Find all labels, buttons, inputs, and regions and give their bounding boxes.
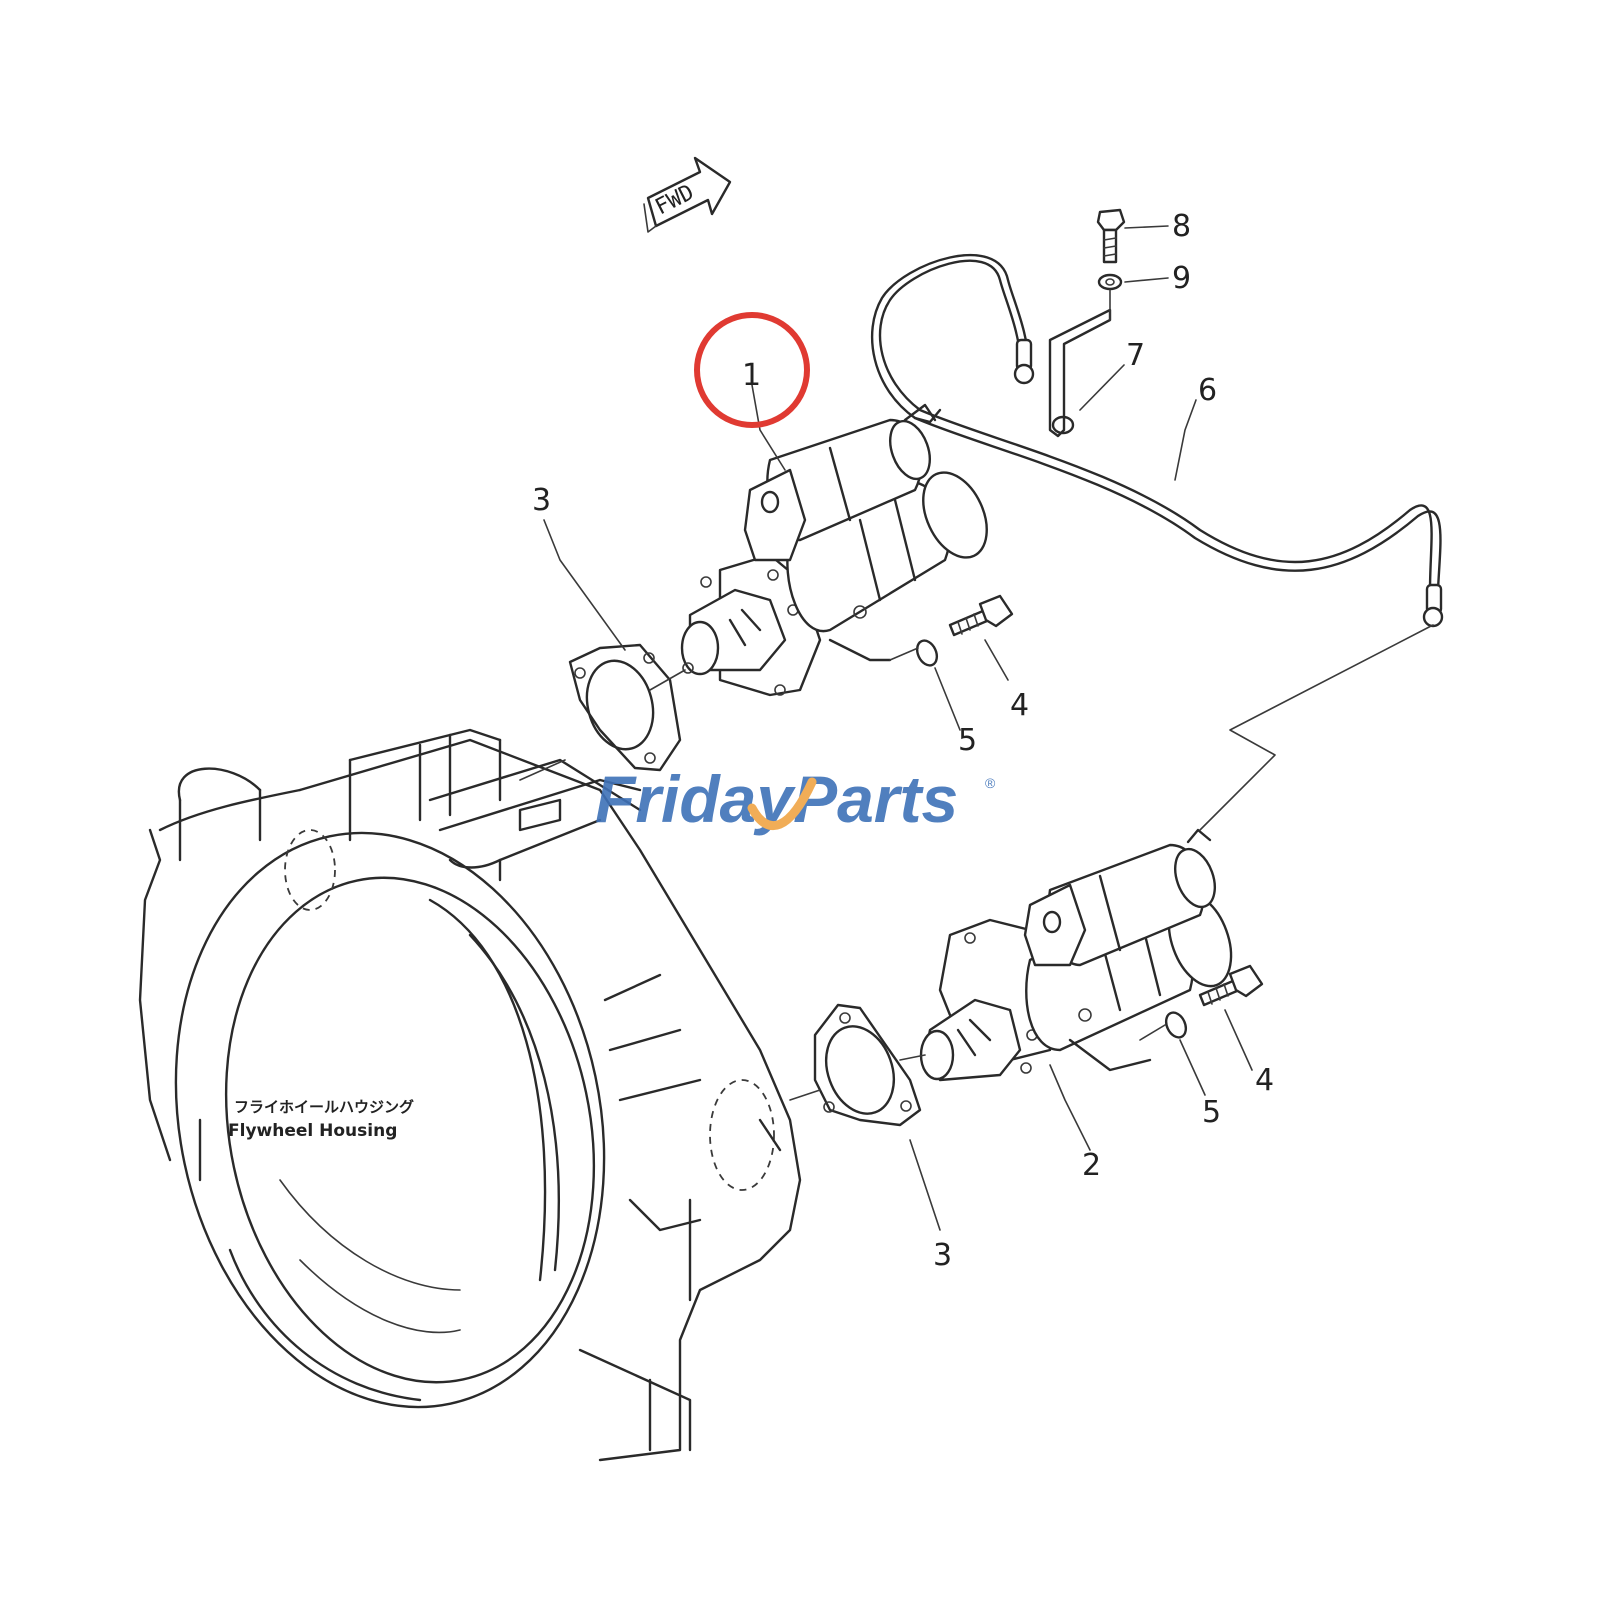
housing-boss-top: [284, 829, 336, 911]
watermark-registered: ®: [985, 775, 996, 791]
highlight-circle: [694, 312, 810, 428]
flywheel-housing: フライホイールハウジング Flywheel Housing: [138, 728, 802, 1462]
washer-upper: [915, 639, 939, 667]
gasket-upper: [568, 643, 682, 772]
gasket-lower: [813, 1003, 922, 1127]
housing-boss-side: [709, 1079, 775, 1191]
assembly-lines: [519, 289, 1166, 1101]
bolt-lower: [1198, 964, 1264, 1007]
cable-clamp: [1048, 308, 1112, 438]
callout-8: 8: [1172, 209, 1191, 244]
bolt-8: [1096, 208, 1126, 264]
callout-2: 2: [1082, 1148, 1101, 1183]
callout-1: 1: [742, 358, 761, 393]
callout-9: 9: [1172, 261, 1191, 296]
starter-motor-upper: [680, 403, 988, 697]
callout-5-lower: 5: [1202, 1095, 1221, 1130]
washer-9: [1097, 273, 1123, 291]
callout-4-upper: 4: [1010, 688, 1029, 723]
housing-caption-en: Flywheel Housing: [228, 1121, 397, 1141]
watermark-logo: FridayParts ®: [595, 762, 996, 836]
washer-lower: [1164, 1011, 1188, 1039]
callout-7: 7: [1126, 338, 1145, 373]
leader-lines: [543, 225, 1253, 1231]
connector-line: [1199, 624, 1434, 831]
callouts: 1 2 3 3 4 4 5 5 6 7 8 9: [532, 209, 1274, 1273]
callout-3-lower: 3: [933, 1238, 952, 1273]
callout-5-upper: 5: [958, 723, 977, 758]
callout-3-upper: 3: [532, 483, 551, 518]
watermark-swoosh: [747, 777, 817, 831]
fwd-arrow: FWD: [643, 156, 732, 233]
bolt-upper: [948, 594, 1014, 637]
battery-cable: [870, 253, 1444, 628]
watermark-word-2: Parts: [793, 762, 958, 836]
callout-6: 6: [1198, 373, 1217, 408]
housing-caption-jp: フライホイールハウジング: [234, 1098, 414, 1116]
starter-motor-lower: [919, 828, 1233, 1082]
callout-4-lower: 4: [1255, 1063, 1274, 1098]
